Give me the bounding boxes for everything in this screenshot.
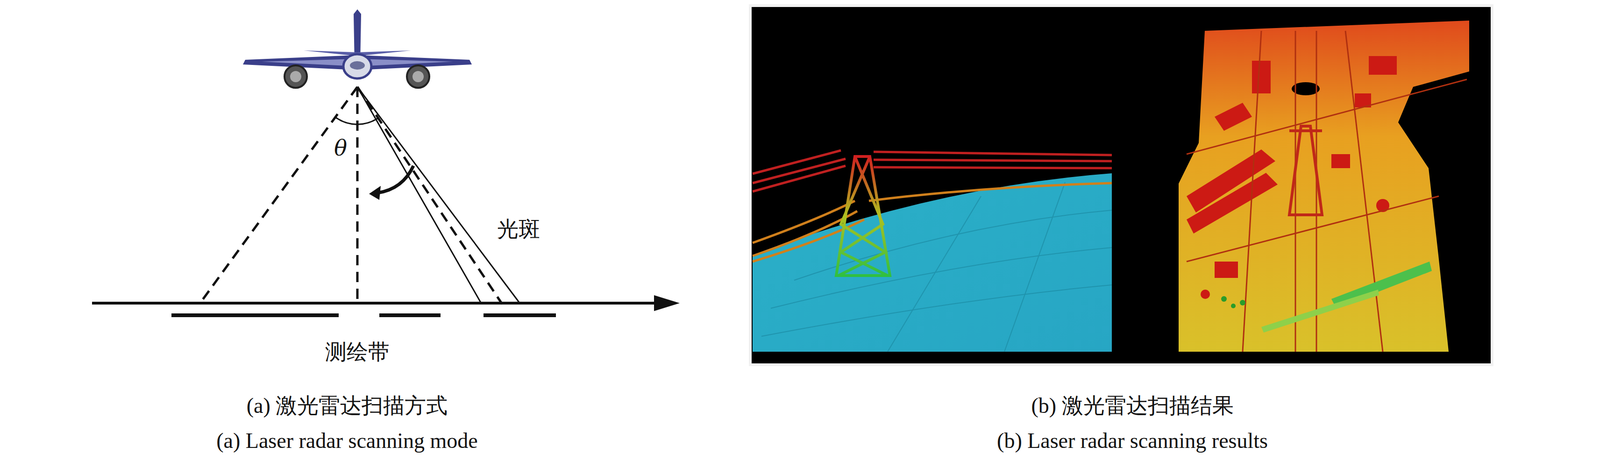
subfigure-caption: (b) 激光雷达扫描结果 [1031,393,1234,418]
spot-label: 光斑 [497,216,541,242]
label-holder: (a) Laser radar scanning mode [216,428,478,454]
label-holder: θ [334,135,348,161]
swath-segments [171,313,556,318]
ground-axis [92,295,680,312]
subfigure-caption: (a) 激光雷达扫描方式 [246,393,448,418]
angle-symbol: θ [334,135,348,161]
label-holder: 测绘带 [325,337,390,367]
swath-label: 测绘带 [325,339,390,365]
label-holder: (b) Laser radar scanning results [996,428,1268,454]
subfigure-caption: (a) Laser radar scanning mode [216,428,478,453]
airplane [242,9,472,88]
label-holder: (b) 激光雷达扫描结果 [1031,391,1234,421]
label-holder: (a) 激光雷达扫描方式 [246,391,448,421]
label-holder: 光斑 [497,214,541,244]
point-cloud-image [748,4,1494,367]
rotation-arrowhead [369,185,381,200]
subfigure-caption: (b) Laser radar scanning results [996,428,1268,453]
scan-lines [201,86,521,305]
